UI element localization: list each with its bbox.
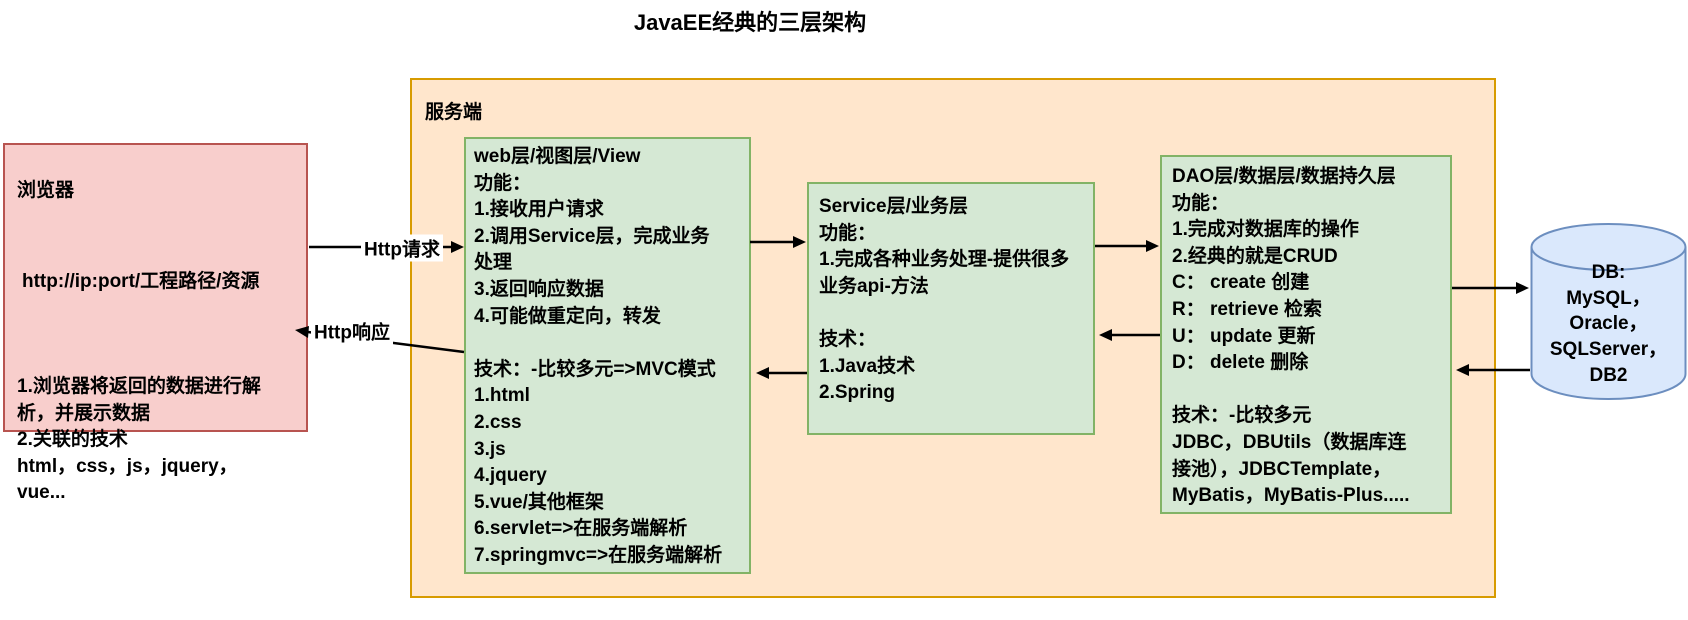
service-layer-box: Service层/业务层 功能： 1.完成各种业务处理-提供很多 业务api-方… <box>807 182 1095 435</box>
http-request-label: Http请求 <box>361 234 443 262</box>
browser-url: http://ip:port/工程路径/资源 <box>22 270 260 292</box>
http-response-label: Http响应 <box>311 317 393 345</box>
database-label: DB: MySQL， Oracle， SQLServer， DB2 <box>1549 262 1668 386</box>
diagram-title: JavaEE经典的三层架构 <box>633 10 867 35</box>
dao-layer-box: DAO层/数据层/数据持久层 功能： 1.完成对数据库的操作 2.经典的就是CR… <box>1160 155 1452 514</box>
server-label: 服务端 <box>425 102 483 123</box>
browser-title: 浏览器 <box>17 179 75 201</box>
browser-box: 浏览器 http://ip:port/工程路径/资源 1.浏览器将返回的数据进行… <box>3 143 308 503</box>
cylinder-shape-icon <box>1530 223 1687 400</box>
browser-notes: 1.浏览器将返回的数据进行解 析，并展示数据 2.关联的技术 html，css，… <box>17 375 261 504</box>
web-layer-box: web层/视图层/View 功能： 1.接收用户请求 2.调用Service层，… <box>464 137 751 574</box>
database-cylinder: DB: MySQL， Oracle， SQLServer， DB2 <box>1530 222 1687 401</box>
